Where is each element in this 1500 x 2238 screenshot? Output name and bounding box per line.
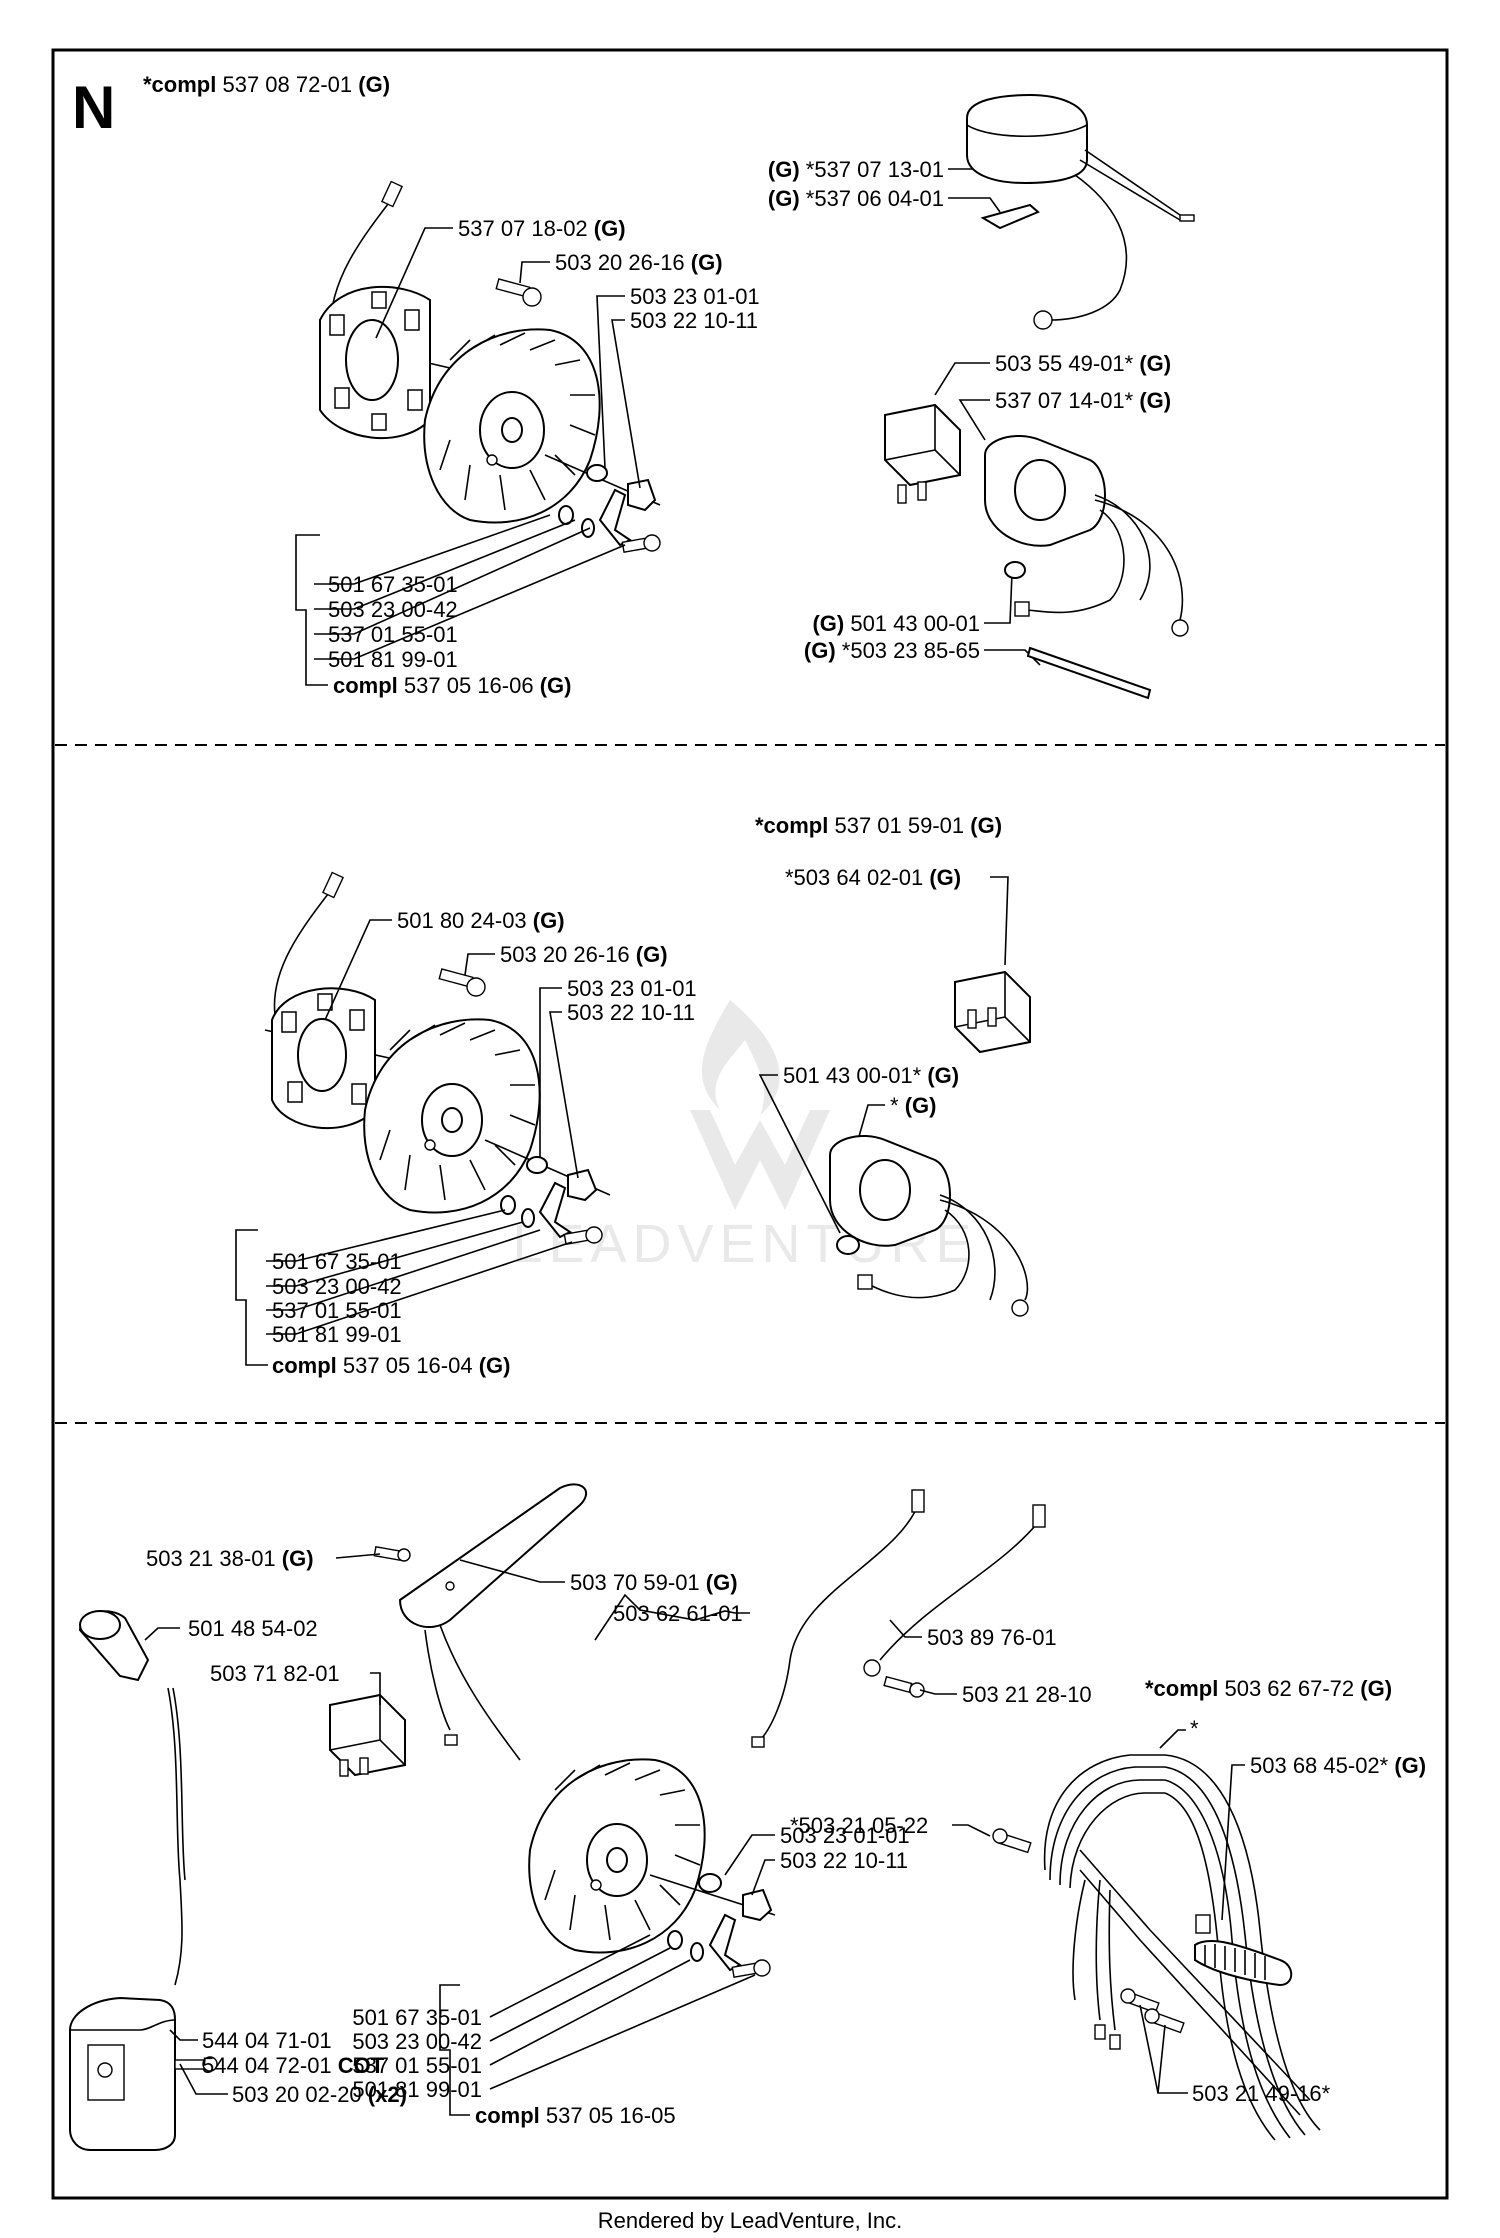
label-503-62-61-01: 503 62 61-01: [613, 1601, 743, 1626]
label-501-80-24-03: 501 80 24-03 (G): [397, 908, 565, 933]
flywheel-drawing-3: [528, 1758, 776, 1978]
label-503-23-85-65: (G) *503 23 85-65: [804, 638, 980, 663]
label-503-23-01-01-s2: 503 23 01-01: [567, 976, 697, 1001]
page-frame: [51, 48, 1449, 2200]
label-537-01-55-01: 537 01 55-01: [328, 622, 458, 647]
label-503-20-26-16-s2: 503 20 26-16 (G): [500, 942, 668, 967]
ignition-module-drawing-2: [264, 871, 421, 1130]
ignition-module-box-drawing: [69, 1996, 218, 2151]
label-503-64-02-01: *503 64 02-01 (G): [785, 865, 961, 890]
footer-credit: Rendered by LeadVenture, Inc.: [598, 2208, 903, 2233]
label-537-01-55-01-s2: 537 01 55-01: [272, 1298, 402, 1323]
label-501-81-99-01-s2: 501 81 99-01: [272, 1322, 402, 1347]
label-501-43-00-01: (G) 501 43 00-01: [812, 611, 980, 636]
hardware-drawing: [495, 278, 661, 553]
label-star-g: * (G): [890, 1093, 936, 1118]
label-501-81-99-01: 501 81 99-01: [328, 647, 458, 672]
label-star: *: [1190, 1716, 1199, 1741]
watermark-logo: [690, 1000, 830, 1210]
label-537-07-18-02: 537 07 18-02 (G): [458, 216, 626, 241]
label-503-21-38-01: 503 21 38-01 (G): [146, 1546, 314, 1571]
flywheel-drawing-2: [363, 1018, 611, 1214]
label-503-23-00-42: 503 23 00-42: [328, 597, 458, 622]
label-544-04-72-01-cot: 544 04 72-01 COT: [202, 2053, 385, 2078]
label-503-70-59-01: 503 70 59-01 (G): [570, 1570, 738, 1595]
cover-plate-drawing: [373, 1483, 588, 1761]
section-2: *compl 537 01 59-01 (G): [235, 813, 1031, 1378]
section-1: *compl 537 08 72-01 (G): [143, 72, 1195, 700]
switch-assembly-drawing-2: [829, 970, 1031, 1317]
label-503-68-45-02: 503 68 45-02* (G): [1250, 1753, 1426, 1778]
label-compl-537-05-16-04: compl 537 05 16-04 (G): [272, 1353, 510, 1378]
section-3-title: *compl 503 62 67-72 (G): [1145, 1676, 1392, 1701]
label-503-20-26-16: 503 20 26-16 (G): [555, 250, 723, 275]
label-compl-537-05-16-06: compl 537 05 16-06 (G): [333, 673, 571, 698]
spark-plug-boot-drawing: [78, 1610, 186, 1986]
label-537-07-14-01: 537 07 14-01* (G): [995, 388, 1171, 413]
ignition-switch-assembly-drawing: [884, 93, 1195, 700]
label-503-22-10-11-s3: 503 22 10-11: [780, 1848, 908, 1873]
label-537-07-13-01: (G) *537 07 13-01: [768, 157, 944, 182]
label-503-55-49-01: 503 55 49-01* (G): [995, 351, 1171, 376]
label-501-48-54-02: 501 48 54-02: [188, 1616, 318, 1641]
label-503-21-49-16: 503 21 49-16*: [1192, 2081, 1331, 2106]
label-501-43-00-01-s2: 501 43 00-01* (G): [783, 1063, 959, 1088]
stop-switch-drawing: [329, 1693, 406, 1777]
label-503-23-00-42-s3: 503 23 00-42: [352, 2029, 482, 2054]
label-503-89-76-01: 503 89 76-01: [927, 1625, 1057, 1650]
label-544-04-71-01: 544 04 71-01: [202, 2028, 332, 2053]
label-501-81-99-01-s3: 501 81 99-01: [352, 2077, 482, 2102]
label-501-67-35-01: 501 67 35-01: [328, 572, 458, 597]
wire-leads-drawing: [751, 1489, 1046, 1748]
section-1-title: *compl 537 08 72-01 (G): [143, 72, 390, 97]
section-letter: N: [72, 74, 115, 141]
label-503-21-28-10: 503 21 28-10: [962, 1682, 1092, 1707]
section-3-leaders: [144, 1553, 1245, 2116]
flywheel-drawing: [423, 328, 661, 524]
label-503-23-01-01-s3: 503 23 01-01: [780, 1823, 910, 1848]
label-501-67-35-01-s3: 501 67 35-01: [352, 2005, 482, 2030]
label-503-23-01-01: 503 23 01-01: [630, 284, 760, 309]
wiring-harness-drawing: [992, 1754, 1321, 2141]
label-503-20-02-20: 503 20 02-20 (x2): [232, 2082, 407, 2107]
label-503-22-10-11: 503 22 10-11: [630, 308, 758, 333]
section-2-title: *compl 537 01 59-01 (G): [755, 813, 1002, 838]
label-537-06-04-01: (G) *537 06 04-01: [768, 186, 944, 211]
label-501-67-35-01-s2: 501 67 35-01: [272, 1249, 402, 1274]
label-503-22-10-11-s2: 503 22 10-11: [567, 1000, 695, 1025]
label-503-71-82-01: 503 71 82-01: [210, 1661, 340, 1686]
label-503-23-00-42-s2: 503 23 00-42: [272, 1274, 402, 1299]
label-503-21-05-22: *503 21 05-22: [790, 1813, 928, 1838]
section-2-leaders: [235, 876, 1009, 1366]
label-compl-537-05-16-05: compl 537 05 16-05: [475, 2103, 676, 2128]
label-537-01-55-01-s3: 537 01 55-01: [352, 2053, 482, 2078]
section-3: *compl 503 62 67-72 (G) 503 21 38-01 (G)…: [69, 1483, 1426, 2151]
